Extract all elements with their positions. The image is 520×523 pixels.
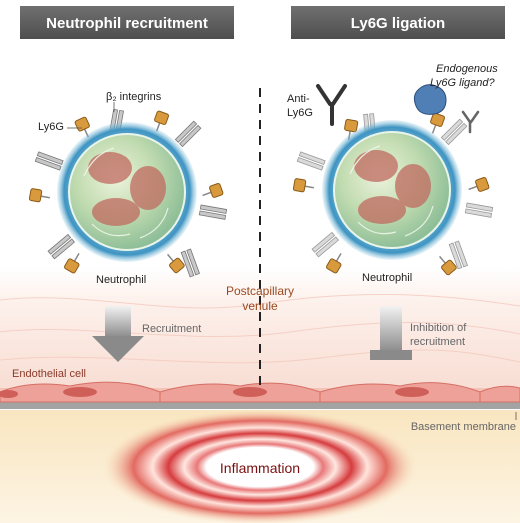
ly6g-receptor [166, 253, 185, 274]
anti-ly6g-antibody-bound [461, 110, 480, 134]
neutrophil-right [292, 112, 494, 276]
ly6g-receptor [28, 188, 50, 203]
beta2-integrins-label: β₂ integrins [106, 91, 162, 103]
endothelial-nucleus [233, 387, 267, 397]
beta2-integrin [198, 204, 228, 220]
beta2-integrin [180, 248, 200, 278]
beta2-integrin [440, 118, 468, 146]
left-panel-title: Neutrophil recruitment [46, 15, 208, 32]
cell-body [68, 133, 186, 251]
endothelial-nucleus [395, 387, 429, 397]
beta2-integrin [174, 120, 202, 148]
inhibition-arrow [370, 306, 412, 360]
venule-label-line1: Postcapillary [226, 284, 294, 298]
cell-body [333, 131, 451, 249]
beta2-integrin [464, 202, 494, 218]
anti-ly6g-label-line2: Ly6G [287, 107, 313, 119]
endothelial-nucleus [0, 390, 18, 398]
recruitment-label: Recruitment [142, 323, 201, 335]
endogenous-ligand-label-line1: Endogenous [436, 63, 498, 75]
neutrophil-left [28, 108, 228, 278]
inhibition-label-line1: Inhibition of [410, 322, 467, 334]
basement-membrane [0, 402, 520, 409]
inflammation-label: Inflammation [220, 460, 300, 476]
beta2-integrin [448, 240, 468, 270]
beta2-integrin [311, 231, 339, 258]
right-panel-banner: Ly6G ligation [291, 6, 505, 39]
beta2-integrin [47, 233, 75, 260]
neutrophil-right-label: Neutrophil [362, 272, 412, 284]
anti-ly6g-label-line1: Anti- [287, 93, 310, 105]
endothelium [0, 381, 520, 403]
inhibition-label-line2: recruitment [410, 336, 465, 348]
beta2-integrin [296, 151, 326, 171]
ly6g-receptor [430, 112, 445, 134]
recruitment-arrow [92, 306, 144, 362]
left-panel-banner: Neutrophil recruitment [20, 6, 234, 39]
neutrophil-left-label: Neutrophil [96, 274, 146, 286]
ly6g-receptor [202, 183, 224, 198]
ly6g-receptor [468, 177, 490, 192]
ly6g-receptor [326, 252, 342, 274]
anti-ly6g-antibody [316, 84, 347, 126]
ly6g-receptor [438, 255, 457, 276]
ly6g-receptor [292, 178, 314, 193]
ly6g-receptor [64, 252, 80, 274]
right-panel-title: Ly6G ligation [351, 15, 445, 32]
endogenous-ligand-icon [413, 84, 447, 115]
endothelial-nucleus [63, 387, 97, 397]
venule-label-line2: venule [242, 299, 278, 313]
beta2-integrin [34, 151, 64, 171]
inflammation-focus [102, 409, 418, 523]
ly6g-label: Ly6G [38, 121, 64, 133]
multilobed-nucleus [88, 152, 166, 226]
endothelial-cell-label: Endothelial cell [12, 368, 86, 380]
basement-membrane-label: Basement membrane [411, 421, 516, 433]
endogenous-ligand-label-line2: Ly6G ligand? [430, 77, 496, 89]
multilobed-nucleus [354, 150, 431, 224]
